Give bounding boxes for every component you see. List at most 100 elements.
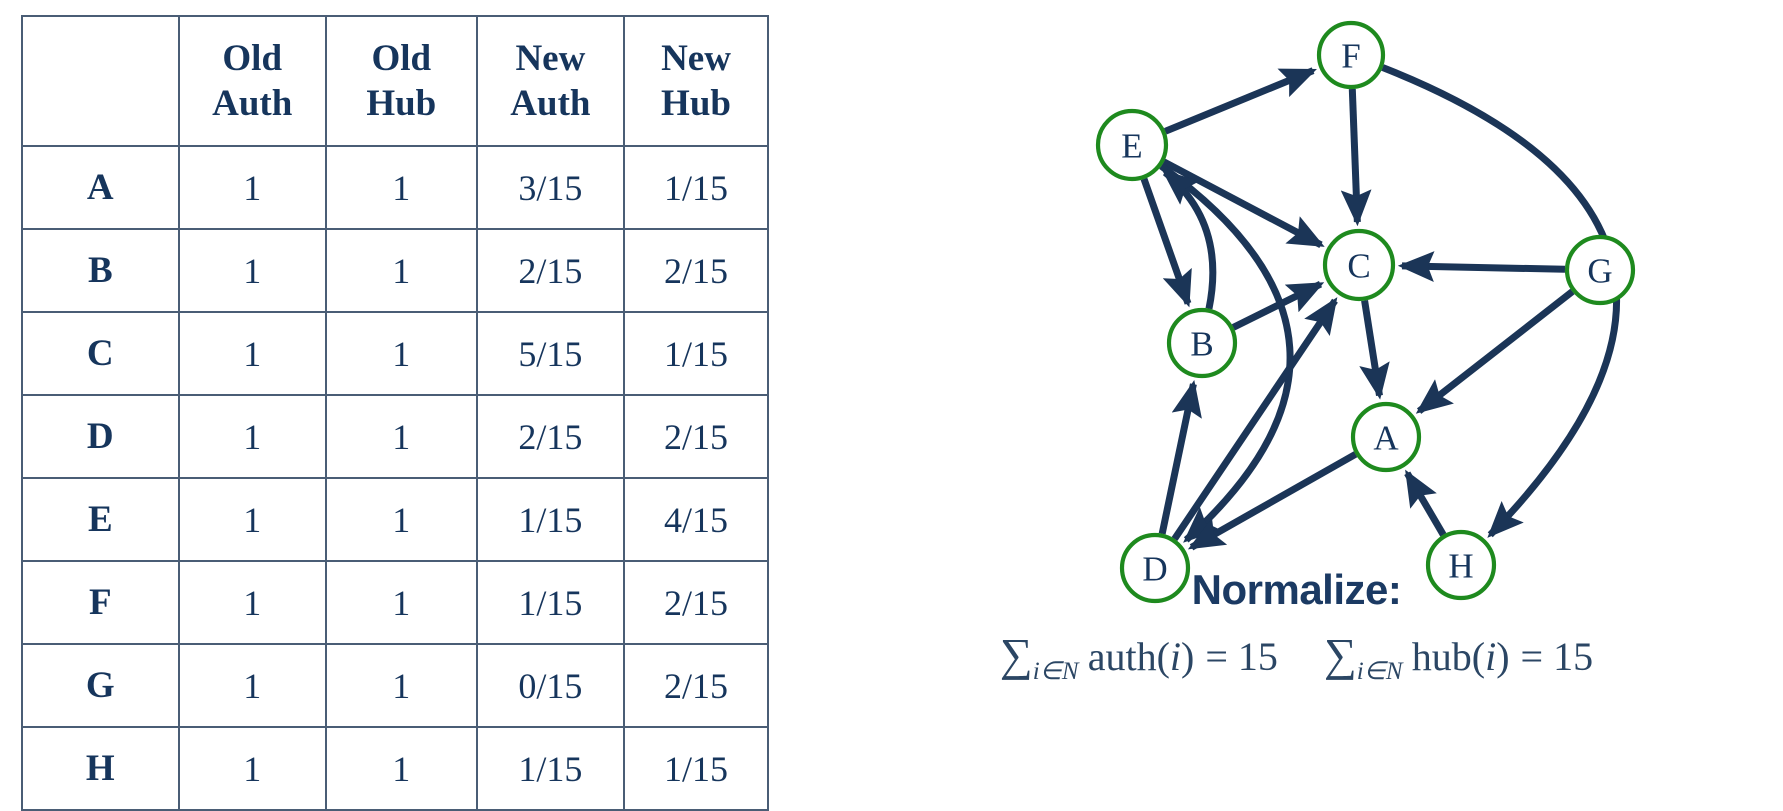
column-header-new-hub-line1: New: [661, 37, 731, 79]
table-header-row: Old Auth Old Hub New Auth New Hub: [21, 15, 769, 147]
cell-h-new-hub: 1/15: [623, 726, 769, 811]
cell-e-old-hub: 1: [324, 477, 478, 562]
cell-h-old-hub: 1: [324, 726, 478, 811]
auth-function-name: auth: [1087, 634, 1157, 679]
cell-d-new-auth: 2/15: [475, 394, 626, 479]
cell-f-old-auth: 1: [177, 560, 327, 645]
graph-node-c[interactable]: C: [1322, 228, 1396, 302]
row-label-g: G: [21, 643, 180, 728]
column-header-old-auth: Old Auth: [177, 15, 327, 147]
graph-edge-g-to-c: [1397, 251, 1566, 282]
column-header-old-auth-line2: Auth: [212, 83, 293, 124]
graph-node-label-a: A: [1373, 419, 1399, 458]
row-label-d: D: [21, 394, 180, 479]
graph-edge-d-to-c: [1171, 297, 1338, 541]
cell-e-new-hub: 4/15: [623, 477, 769, 562]
graph-edge-e-to-b: [1140, 177, 1192, 308]
graph-node-h[interactable]: H: [1425, 529, 1497, 601]
row-label-f: F: [21, 560, 180, 645]
graph-node-circle-f: [1316, 20, 1386, 90]
cell-f-new-hub: 2/15: [623, 560, 769, 645]
graph-edge-f-to-h: [1381, 64, 1621, 538]
cell-c-new-auth: 5/15: [475, 311, 626, 396]
cell-d-new-hub: 2/15: [623, 394, 769, 479]
cell-c-old-auth: 1: [177, 311, 327, 396]
cell-b-new-auth: 2/15: [475, 228, 626, 313]
graph-node-layer: F E C G B A D H: [1095, 20, 1636, 604]
sigma-symbol-hub: ∑: [1323, 629, 1357, 680]
graph-edge-b-to-c: [1231, 280, 1325, 331]
auth-open-paren: (: [1156, 634, 1170, 679]
cell-a-new-auth: 3/15: [475, 145, 626, 230]
cell-b-old-auth: 1: [177, 228, 327, 313]
cell-b-old-hub: 1: [324, 228, 478, 313]
cell-e-old-auth: 1: [177, 477, 327, 562]
graph-edge-g-to-a: [1415, 288, 1575, 414]
row-label-b: B: [21, 228, 180, 313]
row-label-a: A: [21, 145, 180, 230]
cell-h-new-auth: 1/15: [475, 726, 626, 811]
cell-g-old-hub: 1: [324, 643, 478, 728]
column-header-old-hub-line1: Old: [371, 37, 432, 79]
graph-node-d[interactable]: D: [1119, 532, 1191, 604]
graph-node-g[interactable]: G: [1564, 234, 1636, 306]
table-header: Old Auth Old Hub New Auth New Hub: [21, 15, 769, 147]
cell-b-new-hub: 2/15: [623, 228, 769, 313]
column-header-new-auth-line2: Auth: [510, 83, 591, 124]
cell-e-new-auth: 1/15: [475, 477, 626, 562]
graph-edge-f-to-c: [1340, 88, 1372, 227]
graph-edge-c-to-a: [1359, 300, 1390, 400]
hub-argument: i: [1485, 634, 1497, 679]
auth-close-paren: ): [1181, 634, 1195, 679]
graph-edge-e-to-f: [1163, 67, 1317, 135]
graph-node-f[interactable]: F: [1316, 20, 1386, 90]
graph-node-label-g: G: [1587, 252, 1612, 291]
column-header-old-hub: Old Hub: [324, 15, 478, 147]
hub-function-name: hub: [1411, 634, 1472, 679]
column-header-node: [21, 15, 180, 147]
graph-node-label-h: H: [1448, 547, 1473, 586]
graph-node-label-d: D: [1142, 550, 1167, 589]
graph-edge-e-to-d: [1159, 163, 1294, 543]
graph-edge-d-to-b: [1158, 380, 1202, 535]
sigma-subscript-hub: i∈N: [1356, 658, 1403, 685]
hub-open-paren: (: [1471, 634, 1486, 679]
cell-d-old-hub: 1: [324, 394, 478, 479]
column-header-new-hub-line2: Hub: [661, 83, 731, 124]
row-label-c: C: [21, 311, 180, 396]
sigma-subscript-auth: i∈N: [1032, 658, 1079, 685]
cell-a-old-auth: 1: [177, 145, 327, 230]
graph-svg: F E C G B A D H: [1095, 20, 1636, 604]
graph-node-circle-d: [1119, 532, 1191, 604]
graph-edge-b-to-e: [1161, 169, 1217, 310]
graph-node-e[interactable]: E: [1095, 108, 1169, 182]
hub-equals-value: = 15: [1520, 634, 1594, 679]
normalize-title: Normalize:: [1191, 566, 1402, 613]
cell-f-old-hub: 1: [324, 560, 478, 645]
graph-node-circle-e: [1095, 108, 1169, 182]
column-header-new-hub: New Hub: [623, 15, 769, 147]
graph-edge-e-to-c: [1162, 158, 1325, 248]
column-header-old-auth-line1: Old: [222, 37, 283, 79]
cell-c-new-hub: 1/15: [623, 311, 769, 396]
cell-h-old-auth: 1: [177, 726, 327, 811]
cell-a-old-hub: 1: [324, 145, 478, 230]
row-label-e: E: [21, 477, 180, 562]
cell-g-old-auth: 1: [177, 643, 327, 728]
graph-node-circle-b: [1166, 307, 1238, 379]
graph-node-label-c: C: [1347, 247, 1370, 286]
cell-g-new-auth: 0/15: [475, 643, 626, 728]
graph-node-b[interactable]: B: [1166, 307, 1238, 379]
column-header-new-auth: New Auth: [475, 15, 626, 147]
graph-node-a[interactable]: A: [1350, 401, 1422, 473]
